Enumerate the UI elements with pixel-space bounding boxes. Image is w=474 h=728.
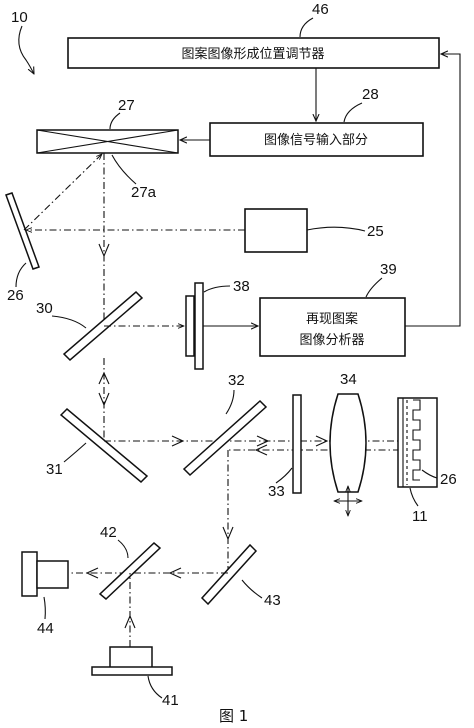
beam-arrowhead-up-2 [124, 614, 136, 629]
lens-34 [329, 393, 367, 493]
medium-26-layer [412, 399, 421, 481]
ref-11: 11 [412, 508, 428, 525]
ref-25: 25 [367, 223, 384, 240]
beam-arrowhead-down-3 [222, 526, 234, 541]
analyzer-line2: 图像分析器 [299, 333, 364, 348]
mirror-26 [5, 192, 40, 270]
camera-44-body [21, 551, 38, 597]
analyzer-block [259, 297, 406, 357]
leader-32 [225, 389, 235, 415]
mirror-43 [200, 543, 258, 606]
figure-caption: 图 1 [219, 707, 248, 725]
system-label-arrow [18, 25, 34, 74]
ref-medium-layer: 26 [440, 471, 457, 488]
beam-arrowhead-left-2 [85, 567, 99, 579]
leader-27 [109, 112, 121, 130]
leader-30 [51, 315, 87, 329]
leader-26 [15, 262, 27, 288]
ref-41: 41 [162, 692, 179, 709]
ref-33: 33 [268, 483, 285, 500]
beam-26-to-27 [23, 154, 102, 231]
detector-38-plate-b [194, 282, 204, 370]
beam-arrowhead-right-2 [256, 435, 270, 447]
medium-11 [397, 397, 438, 488]
beam-splitter-30 [62, 290, 144, 362]
beam-arrowhead-left-1 [168, 567, 182, 579]
signal-input-block [209, 122, 424, 157]
analyzer-line1: 再现图案 [306, 312, 358, 327]
leader-44 [43, 596, 46, 620]
leader-28 [343, 102, 363, 123]
beam-arrowhead-down-2 [98, 392, 110, 407]
beam-arrowhead-down-1 [98, 243, 110, 258]
leader-46 [299, 17, 314, 38]
leader-11 [409, 487, 419, 507]
feedback-39-to-46 [405, 54, 461, 327]
mirror-31 [59, 407, 149, 484]
source-41-base [91, 666, 173, 676]
leader-41 [147, 675, 163, 699]
ref-30: 30 [36, 300, 53, 317]
signal-input-label: 图像信号输入部分 [264, 132, 368, 148]
ref-44: 44 [37, 620, 54, 637]
adjuster-block [67, 37, 440, 69]
leader-31 [63, 442, 87, 463]
ref-42: 42 [100, 524, 117, 541]
adjuster-label: 图案图像形成位置调节器 [181, 47, 324, 62]
slm-27-cross-b [36, 129, 179, 154]
return-arrowhead-left [254, 444, 268, 456]
ref-26: 26 [7, 287, 24, 304]
ref-38: 38 [233, 278, 250, 295]
ref-27: 27 [118, 97, 135, 114]
beam-arrowhead-right-3 [315, 435, 329, 447]
detector-38-plate-a [185, 295, 195, 357]
ref-43: 43 [264, 592, 281, 609]
light-source-25 [244, 208, 308, 253]
leader-42 [117, 539, 129, 559]
camera-44-lens [36, 560, 69, 589]
ref-27a: 27a [131, 184, 157, 201]
leader-25 [306, 226, 366, 232]
ref-28: 28 [362, 86, 379, 103]
leader-39 [365, 277, 383, 298]
beam-splitter-42 [98, 541, 162, 601]
ref-32: 32 [228, 372, 245, 389]
leader-27a [111, 154, 137, 185]
beam-arrowhead-right-1 [171, 435, 185, 447]
beam-splitter-32 [182, 399, 268, 477]
ref-39: 39 [380, 261, 397, 278]
ref-46: 46 [312, 1, 329, 18]
ref-34: 34 [340, 371, 357, 388]
leader-38 [203, 285, 231, 293]
leader-43 [241, 579, 263, 599]
plate-33 [292, 394, 302, 494]
system-label: 10 [11, 9, 28, 26]
leader-medium-26 [421, 469, 438, 479]
leader-33 [275, 467, 293, 484]
source-41-top [109, 646, 153, 669]
beam-arrowhead-up [98, 371, 110, 385]
ref-31: 31 [46, 461, 63, 478]
